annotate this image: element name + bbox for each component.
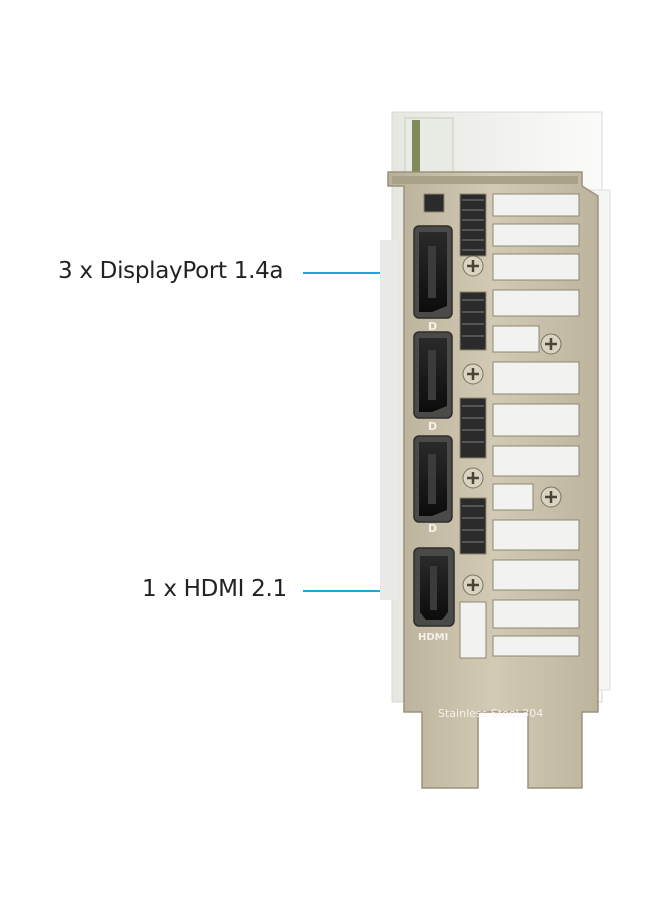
hdmi-port — [413, 547, 455, 627]
displayport-3 — [413, 435, 453, 523]
screw-1-icon — [462, 255, 484, 277]
dp-mark-1: D — [428, 320, 437, 333]
displayport-2 — [413, 331, 453, 419]
hdmi-mark: HDMI — [418, 632, 448, 643]
material-engraving: Stainless Steel 304 — [438, 707, 543, 720]
bracket-screws — [462, 255, 562, 596]
screw-4-icon — [462, 467, 484, 489]
displayport-callout-label: 3 x DisplayPort 1.4a — [58, 258, 284, 284]
metal-bracket-plate — [387, 171, 599, 789]
heatsink-fins — [462, 199, 484, 543]
hdmi-leader-line — [303, 590, 431, 592]
screw-2-icon — [540, 333, 562, 355]
hdmi-callout-label: 1 x HDMI 2.1 — [142, 576, 287, 602]
displayport-leader-line — [303, 272, 428, 274]
dp-mark-3: D — [428, 522, 437, 535]
vent-slots — [423, 193, 580, 659]
screw-6-icon — [462, 574, 484, 596]
screw-3-icon — [462, 363, 484, 385]
port-engravings: D D D HDMI — [418, 320, 448, 643]
screw-5-icon — [540, 486, 562, 508]
displayport-1 — [413, 225, 453, 319]
dp-mark-2: D — [428, 420, 437, 433]
